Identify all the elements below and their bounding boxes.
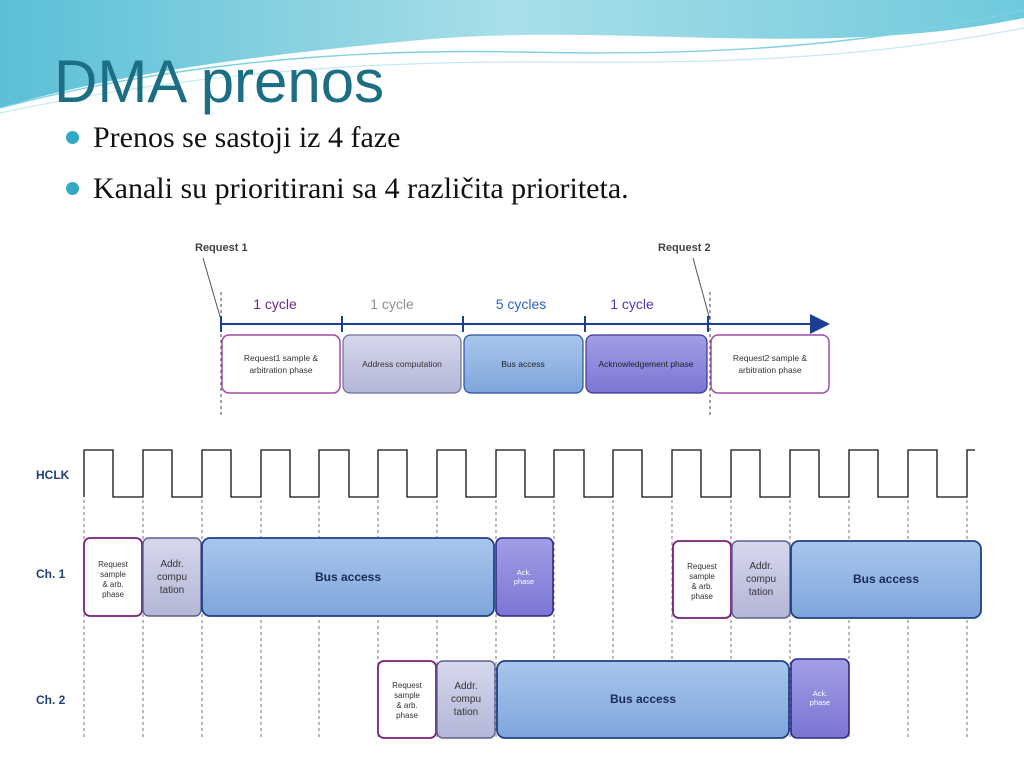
duration-label: 5 cycles — [496, 296, 547, 312]
svg-text:Request2 sample &: Request2 sample & — [733, 353, 808, 363]
svg-text:Addr.: Addr. — [749, 561, 772, 572]
request1-label: Request 1 — [195, 242, 248, 254]
svg-text:sample: sample — [394, 691, 420, 700]
phase-box-acknowledgement: Acknowledgement phase — [585, 334, 708, 394]
phase-timeline: Request 1 Request 2 1 cycle 1 cycle 5 cy… — [195, 242, 830, 418]
channel1-label: Ch. 1 — [36, 567, 66, 581]
request2-label: Request 2 — [658, 242, 711, 254]
ch1-request-box: Request sample & arb. phase — [83, 537, 143, 617]
duration-label: 1 cycle — [253, 296, 297, 312]
svg-text:Request1 sample &: Request1 sample & — [244, 353, 319, 363]
ch1-request-box-2: Request sample & arb. phase — [672, 540, 732, 619]
svg-text:Ack.: Ack. — [813, 689, 828, 698]
request1-pointer — [202, 257, 222, 321]
bullet-dot-icon — [66, 182, 79, 195]
phase-box-address-computation: Address computation — [342, 334, 462, 394]
hclk-clock-signal — [83, 449, 975, 498]
phase-box-request1-sample: Request1 sample & arbitration phase — [221, 334, 341, 394]
bullet-item: Prenos se sastoji iz 4 faze — [66, 117, 629, 159]
bullet-dot-icon — [66, 131, 79, 144]
ch1-bus-access-box: Bus access — [201, 537, 495, 617]
svg-text:Bus access: Bus access — [315, 570, 381, 584]
svg-text:Bus access: Bus access — [501, 359, 544, 369]
bullet-text: Kanali su prioritirani sa 4 različita pr… — [93, 172, 629, 205]
ch2-address-box: Addr. compu tation — [436, 660, 496, 739]
svg-text:Acknowledgement phase: Acknowledgement phase — [599, 359, 694, 369]
phase-box-request2-sample: Request2 sample & arbitration phase — [710, 334, 830, 394]
svg-text:Request: Request — [687, 562, 718, 571]
bullet-text: Prenos se sastoji iz 4 faze — [93, 121, 401, 154]
svg-text:Request: Request — [392, 681, 423, 690]
svg-text:Address computation: Address computation — [362, 359, 442, 369]
ch1-address-box: Addr. compu tation — [142, 537, 202, 617]
hclk-label: HCLK — [36, 468, 70, 482]
bullet-list: Prenos se sastoji iz 4 faze Kanali su pr… — [66, 117, 629, 219]
svg-text:Addr.: Addr. — [454, 681, 477, 692]
svg-text:phase: phase — [514, 577, 534, 586]
svg-text:& arb.: & arb. — [396, 701, 417, 710]
svg-text:Bus access: Bus access — [853, 572, 919, 586]
duration-label: 1 cycle — [610, 296, 654, 312]
svg-text:phase: phase — [810, 698, 830, 707]
svg-text:compu: compu — [746, 574, 776, 585]
slide-title: DMA prenos — [54, 48, 385, 115]
svg-text:compu: compu — [451, 694, 481, 705]
duration-label: 1 cycle — [370, 296, 414, 312]
svg-text:tation: tation — [454, 707, 478, 718]
ch2-ack-box: Ack. phase — [790, 658, 850, 739]
waveform-diagram: HCLK Ch. 1 Ch. 2 Request sample — [36, 449, 982, 740]
svg-text:phase: phase — [102, 590, 124, 599]
request2-pointer — [692, 257, 711, 321]
svg-text:tation: tation — [749, 587, 773, 598]
svg-text:Bus access: Bus access — [610, 692, 676, 706]
svg-text:arbitration phase: arbitration phase — [249, 365, 313, 375]
svg-text:sample: sample — [100, 570, 126, 579]
svg-text:& arb.: & arb. — [691, 582, 712, 591]
svg-text:tation: tation — [160, 585, 184, 596]
svg-text:phase: phase — [691, 592, 713, 601]
svg-text:Request: Request — [98, 560, 129, 569]
svg-text:arbitration phase: arbitration phase — [738, 365, 802, 375]
bullet-item: Kanali su prioritirani sa 4 različita pr… — [66, 168, 629, 210]
ch2-bus-access-box: Bus access — [496, 660, 790, 739]
svg-text:sample: sample — [689, 572, 715, 581]
ch2-request-box: Request sample & arb. phase — [377, 660, 437, 739]
svg-text:& arb.: & arb. — [102, 580, 123, 589]
svg-text:phase: phase — [396, 711, 418, 720]
svg-text:compu: compu — [157, 572, 187, 583]
ch1-bus-access-box-2: Bus access — [790, 540, 982, 619]
channel2-label: Ch. 2 — [36, 693, 66, 707]
header-wave-decoration — [0, 0, 1024, 114]
ch1-address-box-2: Addr. compu tation — [731, 540, 791, 619]
phase-box-bus-access: Bus access — [463, 334, 584, 394]
svg-text:Addr.: Addr. — [160, 559, 183, 570]
svg-text:Ack.: Ack. — [517, 568, 532, 577]
ch1-ack-box: Ack. phase — [495, 537, 554, 617]
